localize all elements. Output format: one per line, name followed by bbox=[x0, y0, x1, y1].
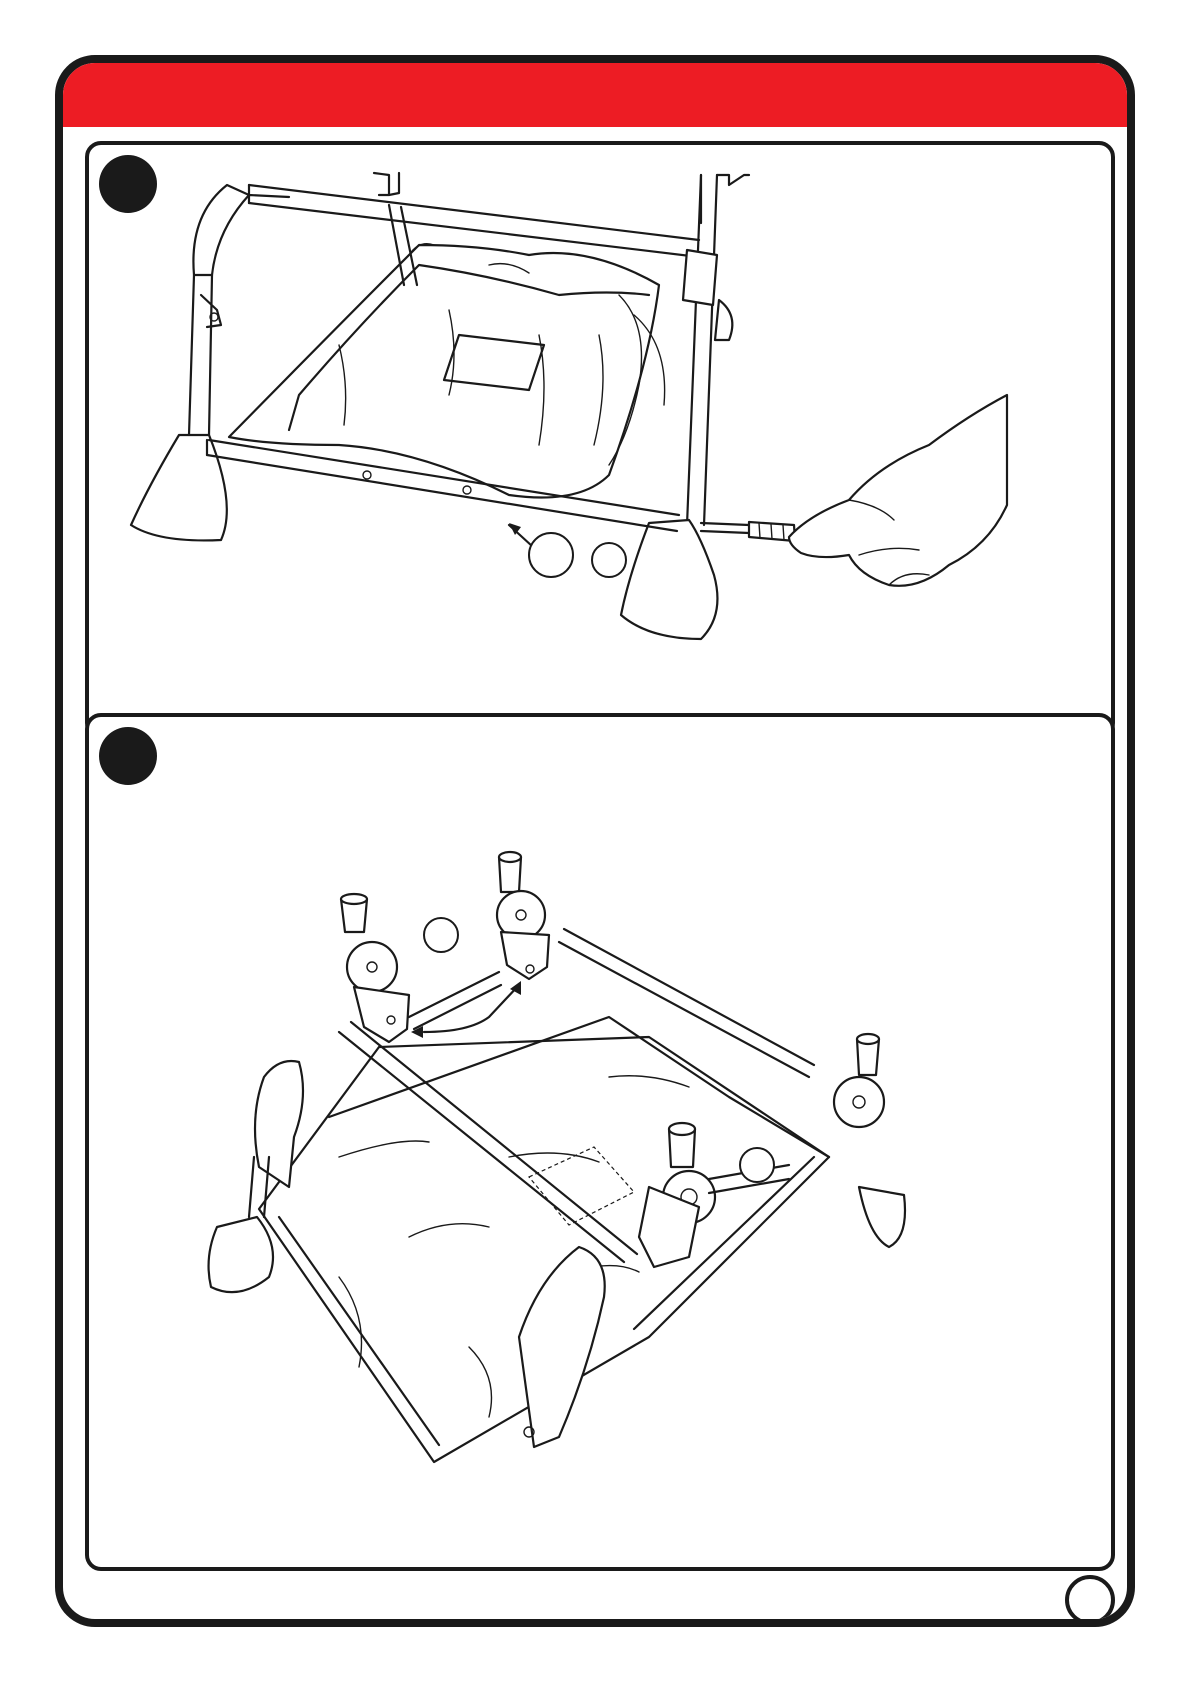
callout-circle-a bbox=[529, 533, 573, 577]
header-band bbox=[63, 63, 1127, 127]
left-rear-caster-icon bbox=[209, 1217, 273, 1292]
callout-circle-b bbox=[740, 1148, 774, 1182]
right-front-caster-icon bbox=[621, 520, 717, 639]
hand-holding-screwdriver-icon bbox=[789, 395, 1007, 586]
step-1-panel bbox=[85, 141, 1115, 739]
right-rear-caster-icon bbox=[859, 1187, 905, 1247]
step-1-illustration bbox=[89, 145, 1115, 739]
left-front-caster-icon bbox=[131, 435, 227, 540]
page-number-circle-icon bbox=[1065, 1575, 1115, 1625]
instruction-sheet bbox=[55, 55, 1135, 1627]
step-2-illustration bbox=[89, 717, 1115, 1571]
step-2-panel bbox=[85, 713, 1115, 1571]
callout-circle-b bbox=[592, 543, 626, 577]
callout-circle-a bbox=[424, 918, 458, 952]
